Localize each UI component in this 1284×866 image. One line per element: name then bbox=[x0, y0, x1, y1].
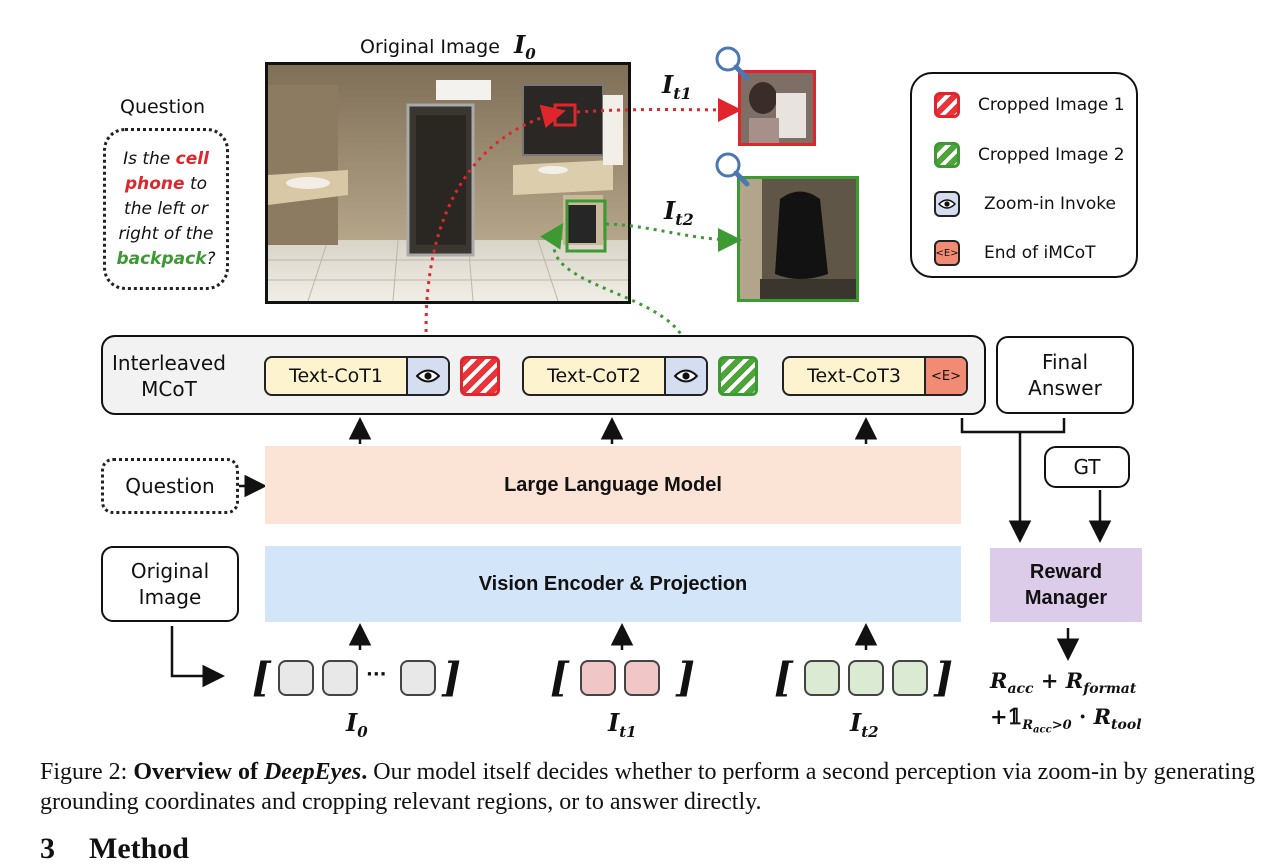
token-group-label: It2 bbox=[850, 708, 879, 741]
original-image-symbol: I0 bbox=[513, 30, 536, 63]
eye-icon bbox=[664, 358, 706, 394]
text-cot2: Text-CoT2 bbox=[522, 356, 708, 396]
green-hatch-icon bbox=[718, 356, 758, 396]
gt-box: GT bbox=[1044, 446, 1130, 488]
red-hatch-icon bbox=[934, 92, 960, 118]
bracket-close: ] bbox=[442, 654, 461, 701]
token-ellipsis: ··· bbox=[366, 664, 387, 685]
token-square bbox=[624, 660, 660, 696]
legend-item: <E> End of iMCoT bbox=[934, 240, 1096, 266]
magnifier-icon bbox=[715, 46, 750, 81]
backpack-highlight: backpack bbox=[116, 248, 207, 269]
magnifier-icon bbox=[715, 152, 750, 187]
token-group-label: I0 bbox=[346, 708, 368, 741]
text-cot3: Text-CoT3 <E> bbox=[782, 356, 968, 396]
legend-item: Cropped Image 2 bbox=[934, 142, 1125, 168]
llm-bar: Large Language Model bbox=[265, 446, 961, 524]
bathroom-photo-art bbox=[268, 65, 628, 301]
red-hatch-icon bbox=[460, 356, 500, 396]
end-token-icon: <E> bbox=[934, 240, 960, 266]
bracket-open: [ bbox=[252, 654, 271, 701]
bathroom-photo bbox=[265, 62, 631, 304]
token-square bbox=[848, 660, 884, 696]
green-hatch-icon bbox=[934, 142, 960, 168]
question-text: Is the cell phone to the left or right o… bbox=[116, 148, 216, 269]
original-image-title: Original Image I0 bbox=[360, 30, 536, 63]
question-title: Question bbox=[120, 96, 205, 118]
token-square bbox=[278, 660, 314, 696]
eye-icon bbox=[934, 191, 960, 217]
token-square bbox=[322, 660, 358, 696]
cell-phone-highlight: cell phone bbox=[124, 148, 209, 194]
end-token-icon: <E> bbox=[924, 358, 966, 394]
eye-icon bbox=[406, 358, 448, 394]
bracket-open: [ bbox=[550, 654, 569, 701]
question-input-box: Question bbox=[101, 458, 239, 514]
token-group-label: It1 bbox=[608, 708, 637, 741]
reward-formula-line1: Racc + Rformat bbox=[990, 668, 1137, 698]
text-cot1: Text-CoT1 bbox=[264, 356, 450, 396]
question-bubble: Is the cell phone to the left or right o… bbox=[103, 128, 229, 290]
crop2-label: It2 bbox=[664, 196, 694, 229]
bracket-close: ] bbox=[934, 654, 953, 701]
token-square bbox=[400, 660, 436, 696]
reward-formula-line2: +𝟙Racc>0 · Rtool bbox=[990, 704, 1142, 736]
crop2-image bbox=[737, 176, 859, 302]
legend-box: Cropped Image 1 Cropped Image 2 Zoom-in … bbox=[910, 72, 1138, 278]
figure-caption: Figure 2: Overview of DeepEyes. Our mode… bbox=[40, 759, 1255, 815]
bracket-open: [ bbox=[774, 654, 793, 701]
legend-item: Cropped Image 1 bbox=[934, 92, 1125, 118]
crop1-image bbox=[738, 70, 816, 146]
bracket-close: ] bbox=[676, 654, 695, 701]
token-square bbox=[580, 660, 616, 696]
legend-item: Zoom-in Invoke bbox=[934, 191, 1116, 217]
vision-encoder-bar: Vision Encoder & Projection bbox=[265, 546, 961, 622]
crop1-label: It1 bbox=[662, 70, 692, 103]
token-square bbox=[804, 660, 840, 696]
token-square bbox=[892, 660, 928, 696]
